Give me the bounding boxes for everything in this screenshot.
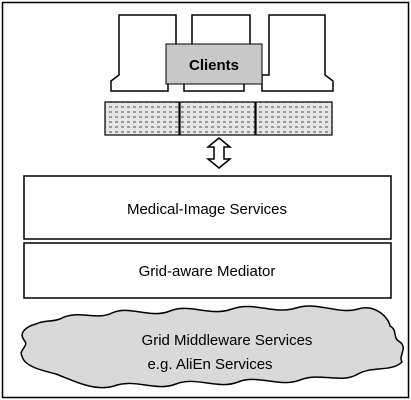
bidirectional-arrow-icon: [205, 137, 233, 169]
grid-aware-mediator-label: Grid-aware Mediator: [139, 263, 276, 280]
grid-middleware-cloud: [20, 305, 404, 389]
monitor-right-icon: [261, 14, 334, 92]
grid-aware-mediator-box: [23, 242, 392, 299]
keyboard-right-icon: [255, 101, 333, 136]
keyboard-center-icon: [179, 101, 256, 136]
middleware-line1: Grid Middleware Services: [142, 332, 313, 349]
clients-box: [165, 43, 263, 85]
clients-label: Clients: [189, 57, 239, 74]
medical-image-services-label: Medical-Image Services: [127, 201, 287, 218]
keyboard-left-icon: [104, 101, 180, 136]
medical-image-services-box: [23, 175, 392, 240]
middleware-line2: e.g. AliEn Services: [147, 356, 272, 373]
client-keyboards: [104, 101, 333, 136]
monitor-left-icon: [110, 14, 177, 92]
